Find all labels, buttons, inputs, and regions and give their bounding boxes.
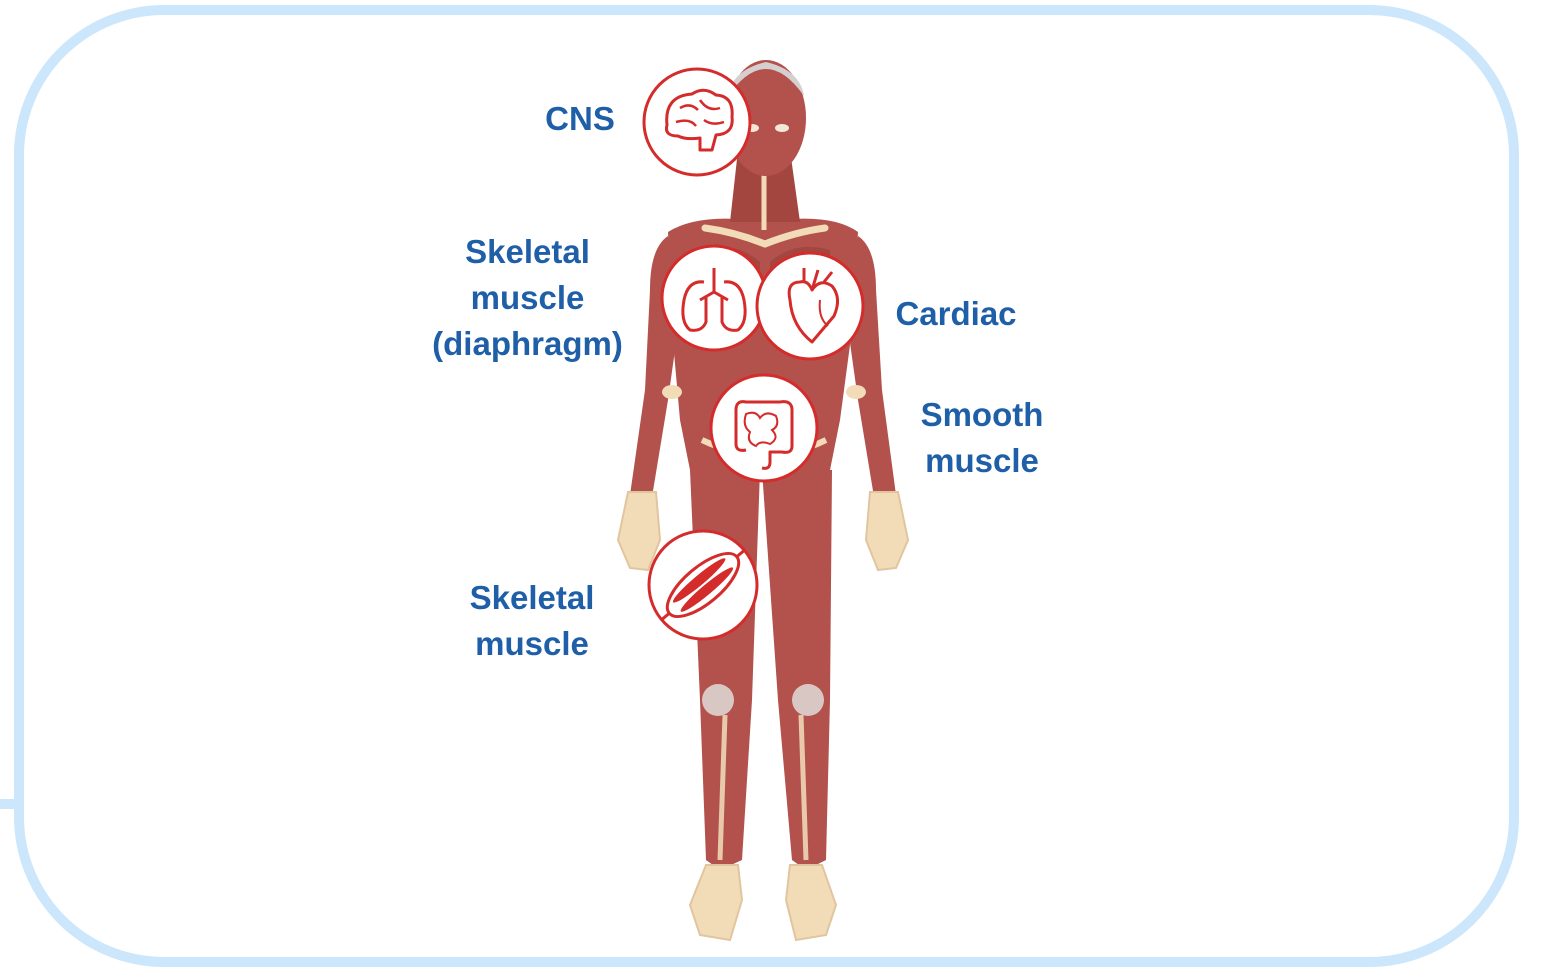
- label-smooth-line2: muscle: [892, 438, 1072, 484]
- label-cns: CNS: [500, 96, 660, 142]
- label-cardiac: Cardiac: [872, 291, 1040, 337]
- label-smooth-line1: Smooth: [892, 392, 1072, 438]
- human-muscular-figure: [618, 60, 908, 940]
- heart-icon: [757, 253, 863, 359]
- label-diaphragm-line2: muscle: [400, 275, 655, 321]
- muscle-fiber-icon: [649, 531, 757, 639]
- label-skeletal-muscle: Skeletal muscle: [452, 575, 612, 667]
- label-smooth-muscle: Smooth muscle: [892, 392, 1072, 484]
- label-diaphragm-line3: (diaphragm): [400, 321, 655, 367]
- lungs-icon: [662, 246, 766, 350]
- label-skeletal-line2: muscle: [452, 621, 612, 667]
- label-diaphragm-line1: Skeletal: [400, 229, 655, 275]
- intestine-icon: [711, 375, 817, 481]
- label-skeletal-diaphragm: Skeletal muscle (diaphragm): [400, 229, 655, 367]
- label-skeletal-line1: Skeletal: [452, 575, 612, 621]
